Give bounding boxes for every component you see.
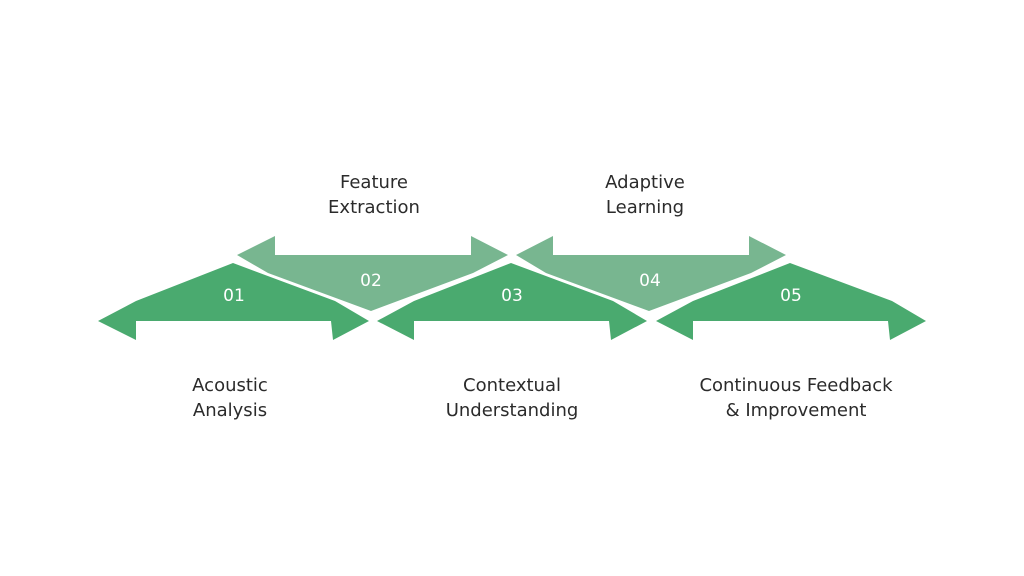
step-5-shape — [656, 263, 926, 340]
step-4-label-line1: Adaptive — [605, 172, 685, 193]
step-2-label: Feature Extraction — [254, 170, 494, 220]
step-3-label-line2: Understanding — [445, 400, 579, 421]
step-3-label: Contextual Understanding — [392, 373, 632, 423]
step-4-shape — [516, 236, 786, 311]
step-2-shape — [237, 236, 508, 311]
step-5-label: Continuous Feedback & Improvement — [676, 373, 916, 423]
step-2-number: 02 — [360, 271, 382, 291]
step-2-label-line1: Feature — [339, 172, 409, 193]
step-1-label: Acoustic Analysis — [110, 373, 350, 423]
step-1-shape — [98, 263, 369, 340]
step-4-number: 04 — [639, 271, 661, 291]
step-3-number: 03 — [501, 286, 523, 306]
step-1-label-line2: Analysis — [192, 400, 268, 421]
step-1-label-line1: Acoustic — [192, 375, 268, 396]
step-2-label-line2: Extraction — [328, 197, 420, 218]
step-4-label-line2: Learning — [605, 197, 685, 218]
step-1-number: 01 — [223, 286, 245, 306]
step-5-label-line2: & Improvement — [725, 400, 867, 421]
step-5-label-line1: Continuous Feedback — [699, 375, 893, 396]
step-3-label-line1: Contextual — [463, 375, 561, 396]
step-4-label: Adaptive Learning — [525, 170, 765, 220]
step-3-shape — [377, 263, 647, 340]
step-5-number: 05 — [780, 286, 802, 306]
